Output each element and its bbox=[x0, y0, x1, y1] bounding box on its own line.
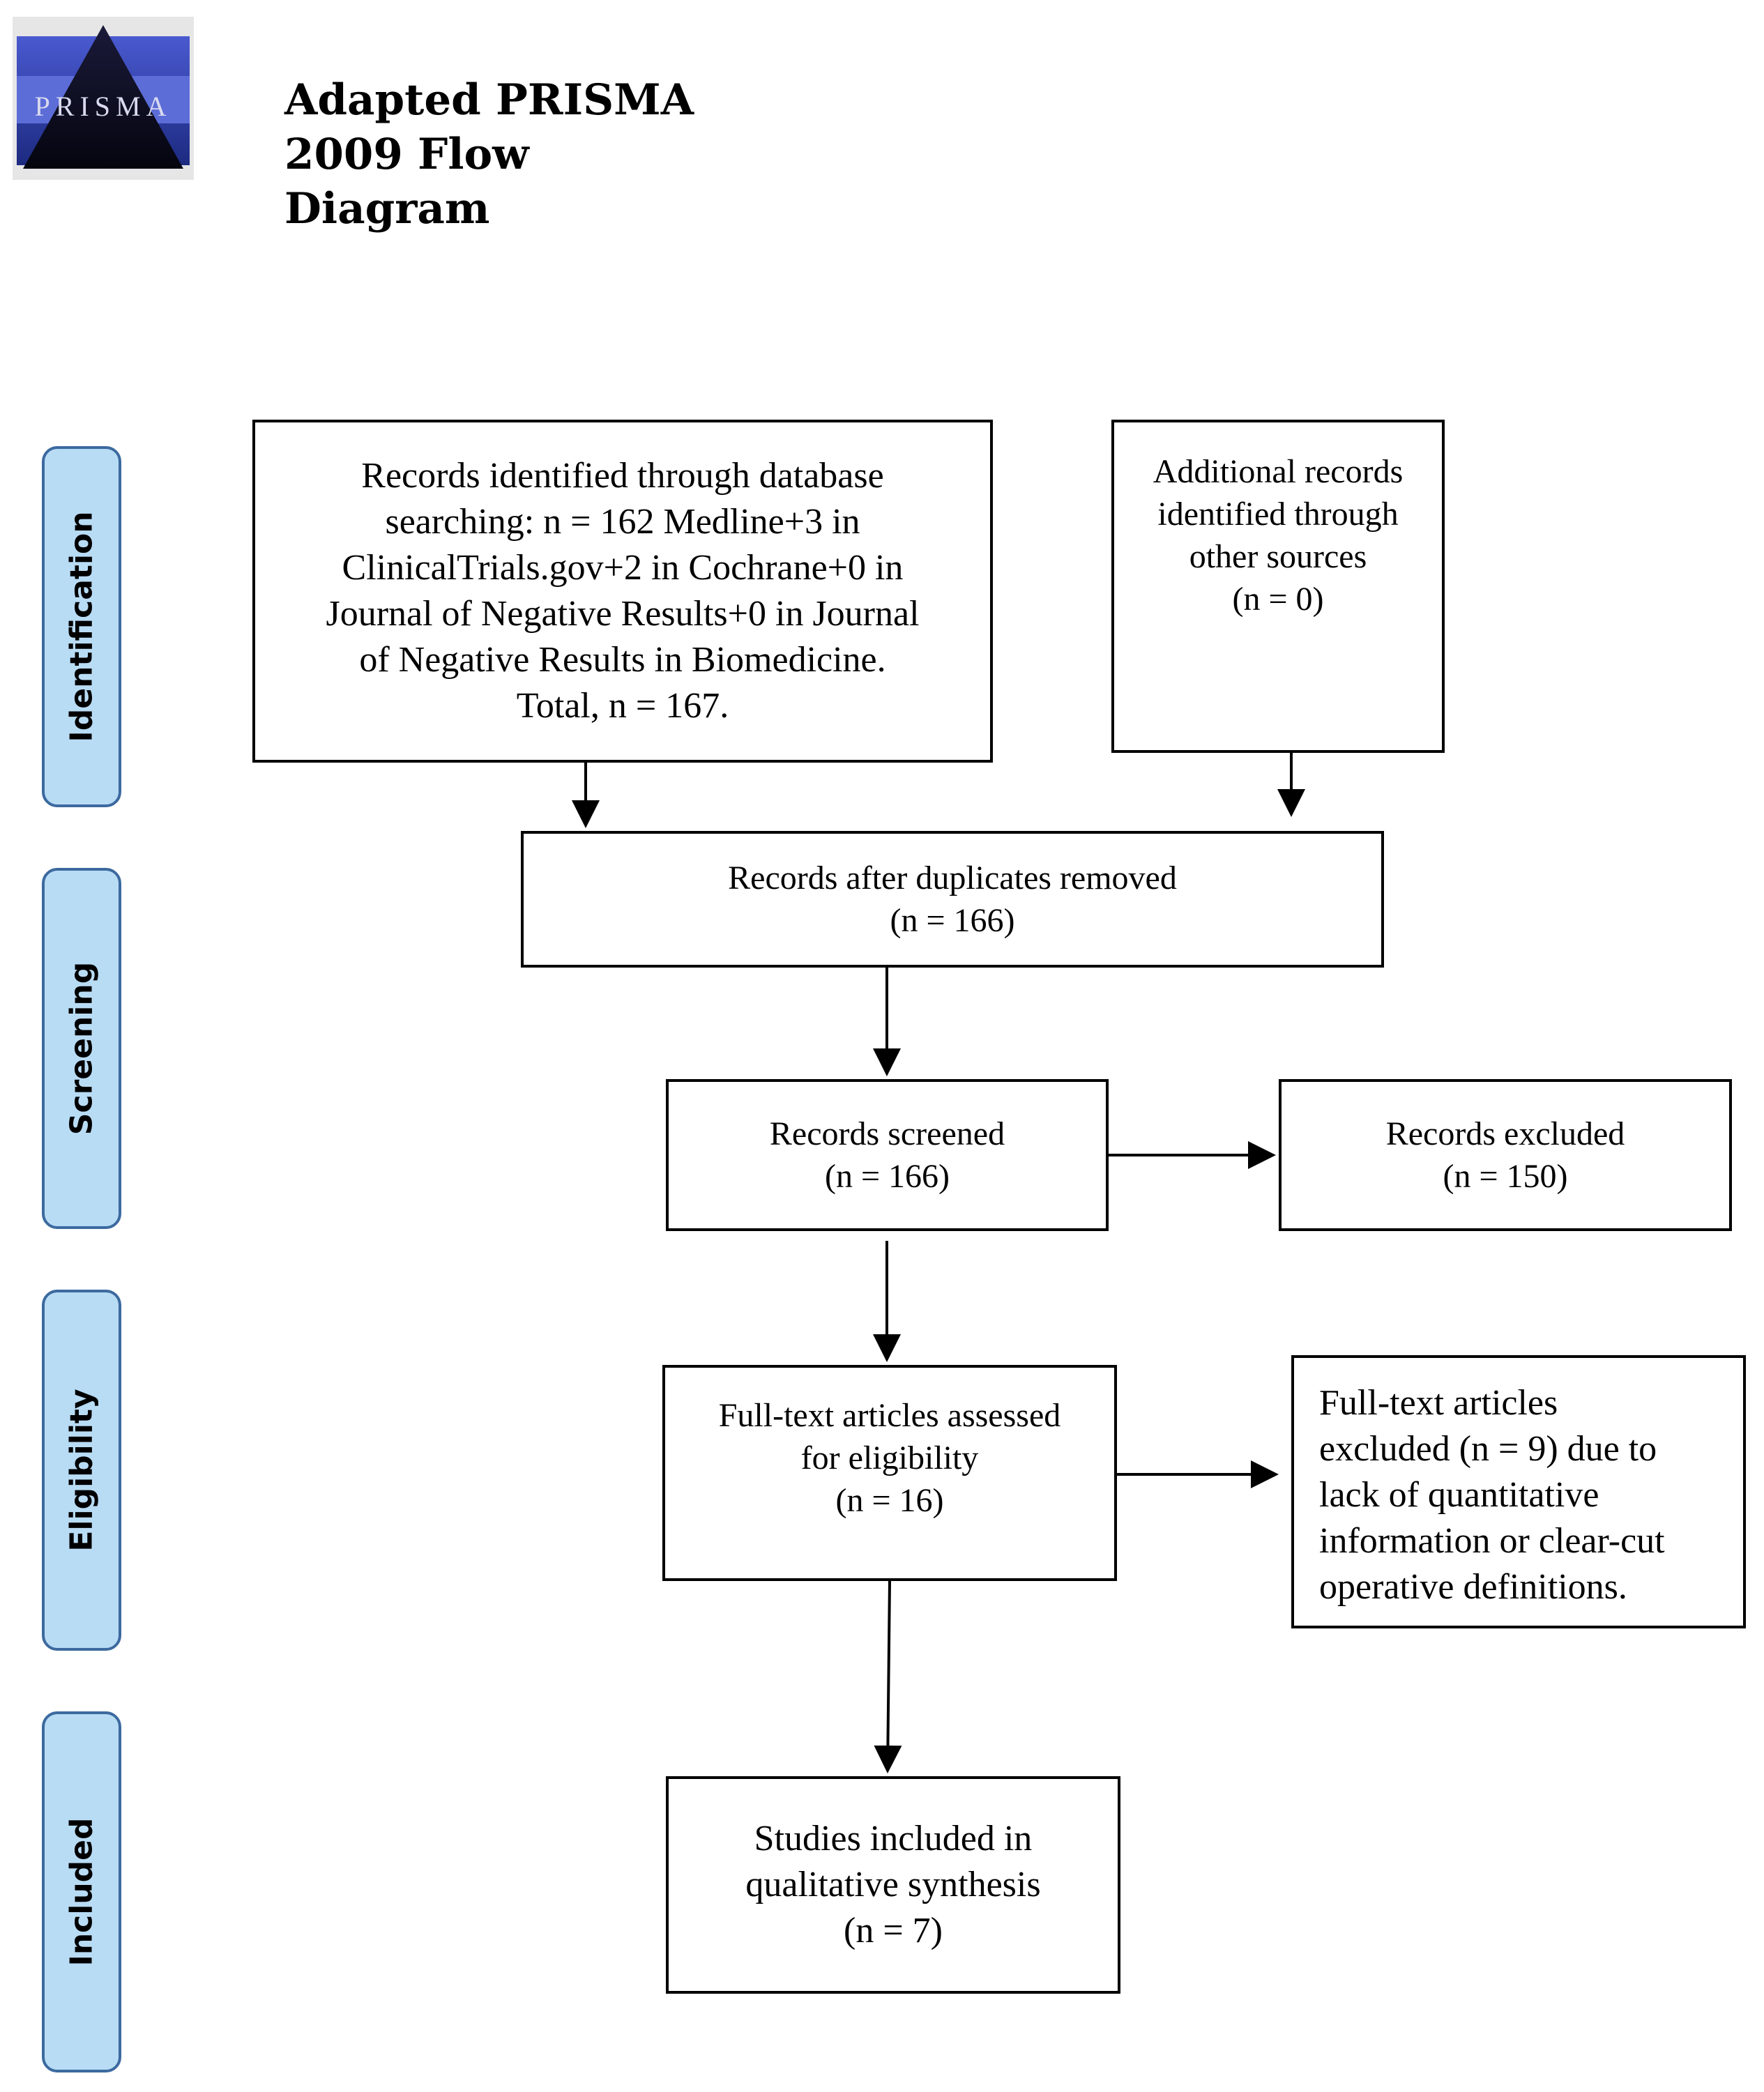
box-records-excluded: Records excluded (n = 150) bbox=[1279, 1079, 1732, 1231]
box-records-screened: Records screened (n = 166) bbox=[666, 1079, 1109, 1231]
prisma-logo: PRISMA bbox=[13, 17, 194, 180]
box-text: Full-text articles excluded (n = 9) due … bbox=[1319, 1383, 1665, 1607]
box-text: Records identified through database sear… bbox=[326, 456, 920, 726]
box-text: Additional records identified through ot… bbox=[1153, 453, 1404, 618]
box-text: Records after duplicates removed (n = 16… bbox=[728, 860, 1177, 939]
phase-eligibility: Eligibility bbox=[42, 1290, 121, 1651]
phase-included: Included bbox=[42, 1711, 121, 2072]
box-text: Records screened (n = 166) bbox=[769, 1115, 1005, 1195]
box-database-search: Records identified through database sear… bbox=[252, 420, 993, 763]
box-text: Records excluded (n = 150) bbox=[1385, 1115, 1625, 1195]
phase-screening: Screening bbox=[42, 868, 121, 1229]
box-fulltext-assessed: Full-text articles assessed for eligibil… bbox=[662, 1365, 1117, 1581]
logo-text: PRISMA bbox=[34, 91, 172, 122]
diagram-title: Adapted PRISMA 2009 Flow Diagram bbox=[284, 75, 694, 234]
box-fulltext-excluded: Full-text articles excluded (n = 9) due … bbox=[1291, 1355, 1746, 1628]
prisma-logo-graphic bbox=[17, 25, 190, 169]
box-text: Full-text articles assessed for eligibil… bbox=[718, 1397, 1061, 1519]
box-other-sources: Additional records identified through ot… bbox=[1111, 420, 1445, 753]
arrow-fulltext-to-included bbox=[874, 1580, 902, 1773]
box-duplicates-removed: Records after duplicates removed (n = 16… bbox=[521, 831, 1384, 968]
box-studies-included: Studies included in qualitative synthesi… bbox=[666, 1776, 1120, 1994]
box-text: Studies included in qualitative synthesi… bbox=[745, 1819, 1041, 1950]
phase-identification: Identification bbox=[42, 446, 121, 807]
